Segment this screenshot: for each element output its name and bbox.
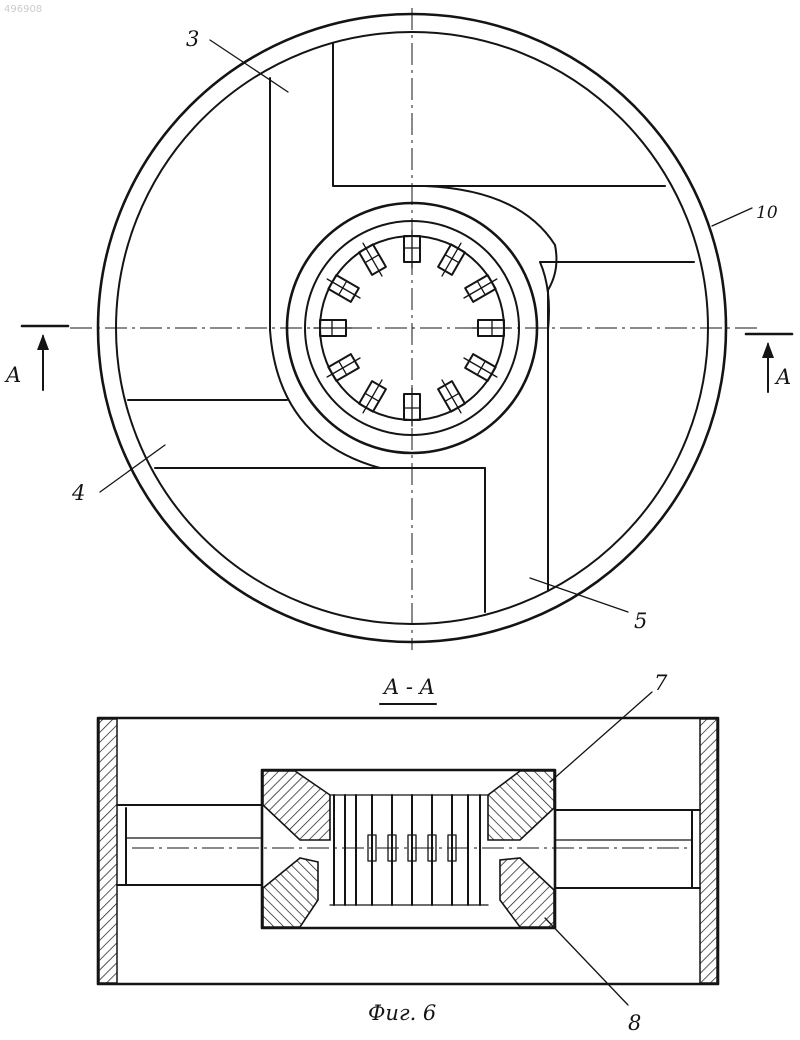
- hub-top-right-hatch: [488, 771, 554, 840]
- hub-bottom-left-hatch: [263, 858, 318, 927]
- hub-slot: [460, 272, 501, 305]
- section-marker-right: A: [746, 334, 792, 392]
- hub-slot: [356, 376, 389, 417]
- hub-slot: [404, 230, 420, 268]
- hub-top-left-hatch: [263, 771, 330, 840]
- section-label-left: A: [4, 363, 21, 387]
- section-marker-left: A: [4, 326, 68, 390]
- hub-slot: [314, 320, 352, 336]
- leader-7: [550, 692, 652, 782]
- leader-8: [545, 918, 628, 1005]
- left-wall-hatch: [99, 719, 117, 983]
- hub-bottom-right-hatch: [500, 858, 554, 927]
- section-label-right: A: [774, 365, 791, 389]
- hub-slot: [323, 272, 364, 305]
- callout-3: 3: [186, 27, 199, 51]
- callout-8: 8: [628, 1011, 641, 1035]
- watermark: 496908: [4, 4, 42, 15]
- hub-slot: [460, 351, 501, 384]
- hub-slot: [435, 376, 468, 417]
- section-core-bars: [334, 795, 480, 905]
- leader-10: [712, 208, 752, 226]
- hub-slot: [323, 351, 364, 384]
- hub-slot: [435, 239, 468, 280]
- hub-slot: [356, 239, 389, 280]
- callout-10: 10: [756, 203, 778, 223]
- hub-slot: [404, 388, 420, 426]
- section-view: A - A 7 8: [98, 671, 718, 1035]
- left-channel-wall: [270, 78, 380, 468]
- callout-7: 7: [654, 671, 668, 695]
- figure-caption: Фиг. 6: [368, 1001, 436, 1025]
- top-channel-inner-wall: [333, 44, 555, 245]
- leader-5: [530, 578, 628, 612]
- callout-5: 5: [634, 609, 647, 633]
- hub-slot: [472, 320, 510, 336]
- callout-4: 4: [71, 481, 85, 505]
- section-title: A - A: [382, 675, 435, 699]
- top-view: 3 10 4 5 A A: [4, 8, 792, 650]
- right-wall-hatch: [700, 719, 717, 983]
